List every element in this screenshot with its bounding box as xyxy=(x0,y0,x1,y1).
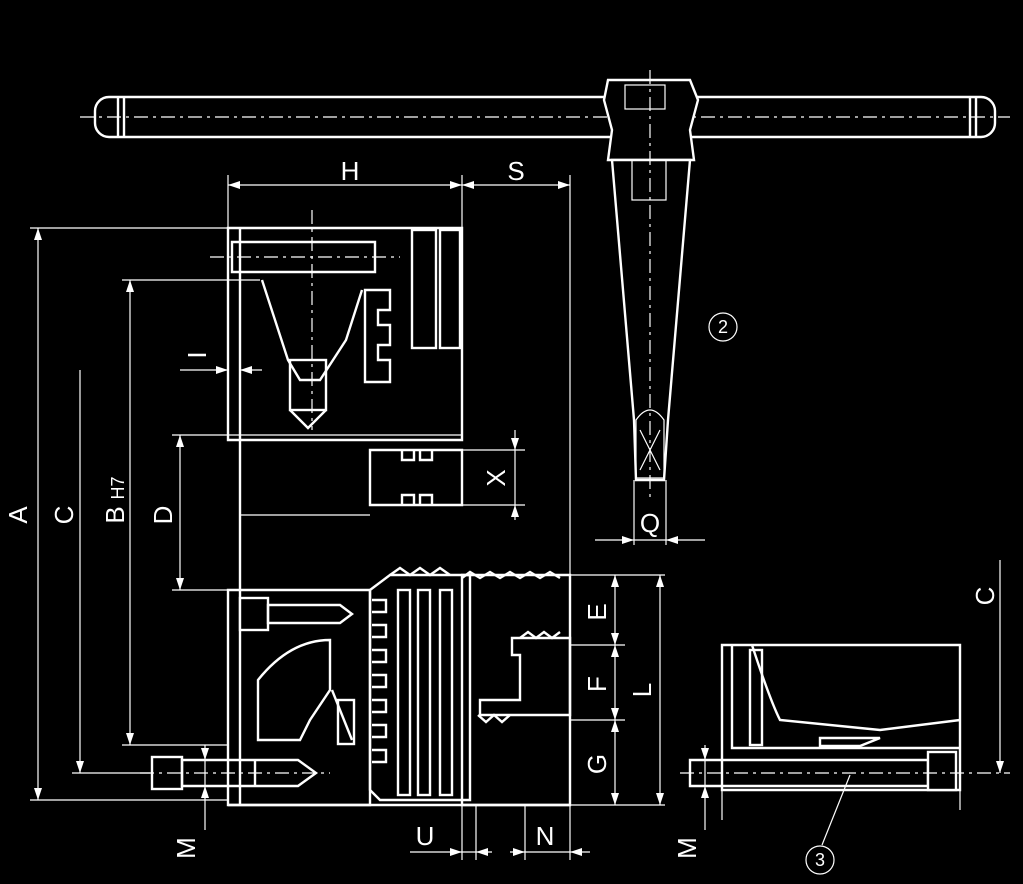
jaw-assembly xyxy=(140,210,572,807)
clamp-screw-left xyxy=(140,755,330,791)
upper-jaw-body xyxy=(226,226,464,442)
label-B: B xyxy=(100,506,130,523)
label-A: A xyxy=(3,506,33,524)
clamp-screw-right xyxy=(680,750,1010,792)
label-G: G xyxy=(582,754,612,774)
label-E: E xyxy=(582,603,612,620)
label-S: S xyxy=(507,156,524,186)
balloon-3-circle xyxy=(805,845,835,875)
label-M-left: M xyxy=(171,837,201,859)
balloon-3-label: 3 xyxy=(815,850,825,870)
wrench-crossbar xyxy=(93,95,997,139)
secondary-jaw-outline xyxy=(720,643,962,792)
label-C-right: C xyxy=(970,587,1000,606)
t-handle-wrench xyxy=(80,70,1010,500)
jaw-insert xyxy=(368,448,464,507)
label-I: I xyxy=(182,351,212,358)
wrench-shaft xyxy=(610,158,692,482)
label-N: N xyxy=(536,821,555,851)
dimension-lines xyxy=(30,175,1004,860)
dimension-letters: H S A C B H7 D I X Q E F G L M M U N C xyxy=(3,156,1000,859)
stepped-block xyxy=(460,573,572,807)
balloon-2-circle xyxy=(708,312,738,342)
label-Q: Q xyxy=(640,508,660,538)
secondary-view xyxy=(680,643,1010,820)
label-H: H xyxy=(341,156,360,186)
label-D: D xyxy=(148,506,178,525)
label-L: L xyxy=(627,683,657,697)
label-F: F xyxy=(582,676,612,692)
label-C-left: C xyxy=(49,506,79,525)
wrench-hub xyxy=(602,78,700,162)
item-balloons: 2 3 xyxy=(708,312,835,875)
label-X: X xyxy=(481,469,511,486)
balloon-2-label: 2 xyxy=(718,317,728,337)
label-U: U xyxy=(416,821,435,851)
label-M-right: M xyxy=(672,837,702,859)
label-B-tolerance: H7 xyxy=(108,476,128,499)
